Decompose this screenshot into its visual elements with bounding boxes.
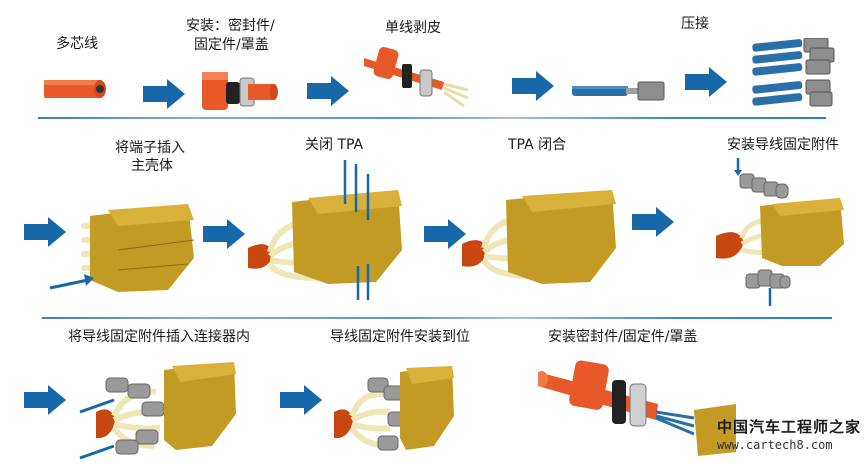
flow-arrow-icon [424, 219, 466, 249]
fixture-insert-image [79, 362, 236, 460]
step-label-close-tpa: 关闭 TPA [305, 137, 364, 153]
flow-arrow-icon [203, 219, 245, 249]
step-label-install-seal-cover: 安装密封件/固定件/罩盖 [548, 329, 698, 345]
multicore-cable-image [44, 80, 106, 98]
step-label-insert-terminal-line1: 将端子插入 [115, 140, 185, 156]
step-label-strip-wire: 单线剥皮 [385, 20, 441, 36]
row-divider [42, 317, 832, 319]
step-label-install-seal-line2: 固定件/罩盖 [194, 37, 269, 53]
connector-terminal-insert-image [49, 204, 195, 292]
step-label-tpa-closed: TPA 闭合 [508, 137, 567, 153]
step-label-multicore-cable: 多芯线 [56, 36, 98, 52]
step-label-insert-terminal-line2: 主壳体 [131, 158, 173, 174]
flow-arrow-icon [685, 67, 727, 97]
fixture-installed-image [334, 366, 454, 451]
flow-arrow-icon [632, 207, 674, 237]
watermark-url: www.cartech8.com [717, 438, 833, 452]
step-label-fixture-installed: 导线固定附件安装到位 [330, 329, 470, 345]
step-label-crimp: 压接 [681, 16, 709, 32]
crimped-terminal-image [572, 81, 665, 101]
crimped-terminals-bundle-image [752, 38, 835, 107]
flow-arrow-icon [307, 76, 349, 106]
stripped-wire-image [364, 47, 469, 108]
watermark-site-name: 中国汽车工程师之家 [717, 418, 862, 436]
step-label-install-seal-line1: 安装：密封件/ [186, 18, 275, 34]
flow-arrow-icon [24, 217, 66, 247]
wire-fixture-install-image [716, 158, 844, 306]
step-label-insert-fixture-into-connector: 将导线固定附件插入连接器内 [68, 329, 250, 345]
step-label-install-wire-fixture: 安装导线固定附件 [727, 137, 839, 153]
tpa-closed-image [462, 190, 616, 284]
close-tpa-image [248, 160, 402, 300]
flow-arrow-icon [280, 385, 322, 415]
flow-arrow-icon [24, 385, 66, 415]
flow-arrow-icon [512, 71, 554, 101]
flow-arrow-icon [143, 79, 185, 109]
seal-cover-final-assembly-image [538, 360, 736, 456]
row-divider [38, 117, 826, 119]
seal-cover-assembly-image [202, 72, 278, 110]
